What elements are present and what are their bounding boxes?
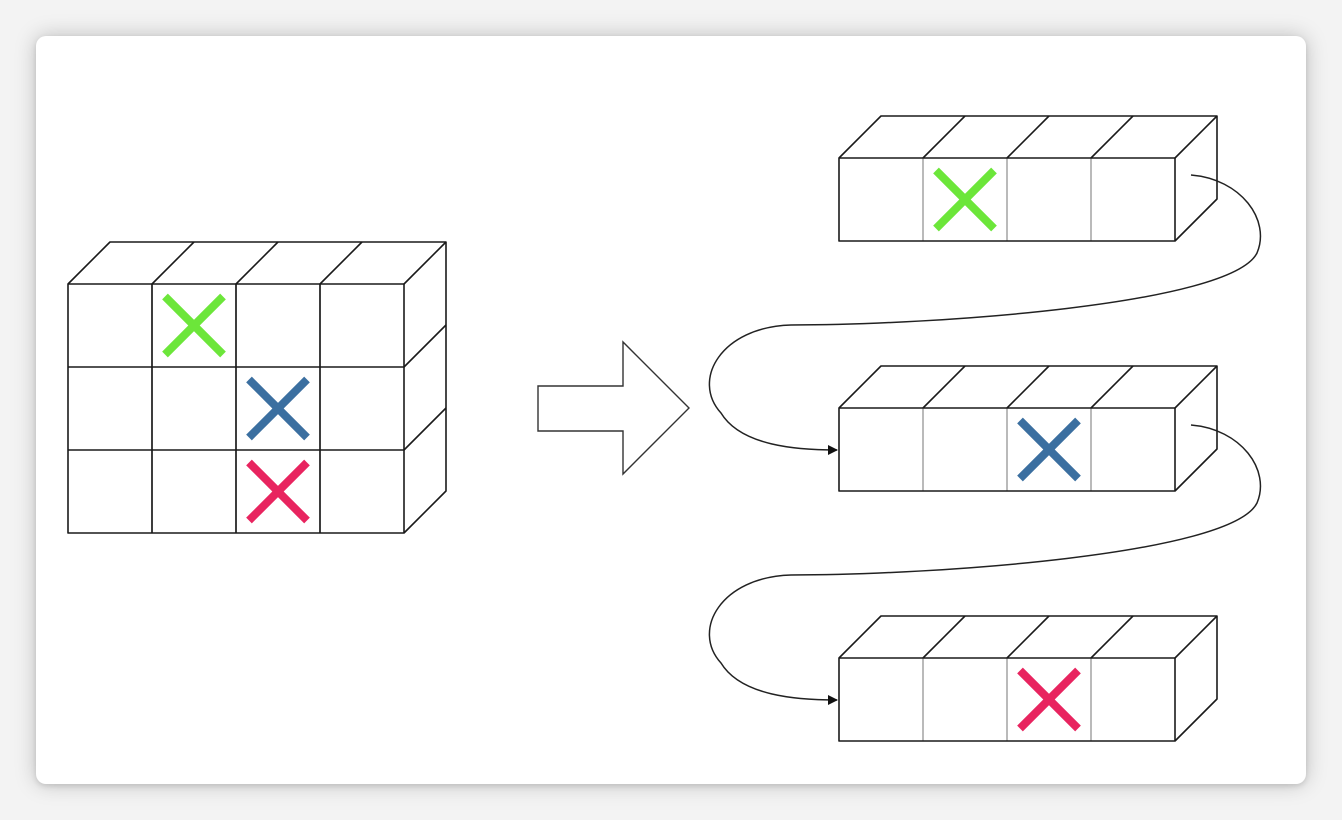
output-row-2 <box>838 365 1218 492</box>
output-row-blocks <box>838 115 1218 742</box>
connector-arrow-1 <box>708 174 1262 455</box>
block-side-face <box>404 242 446 533</box>
block-side-face <box>1175 366 1217 491</box>
output-row-1 <box>838 115 1218 242</box>
source-grid-block <box>67 241 447 534</box>
x-mark-icon <box>1017 417 1081 482</box>
x-mark-icon <box>933 167 997 232</box>
source-grid-3d-block <box>67 241 447 534</box>
x-mark-icon <box>1017 667 1081 732</box>
flattening-diagram <box>67 115 1262 742</box>
block-arrow-shape <box>537 340 690 476</box>
x-mark-icon <box>246 376 310 441</box>
connector-arrow-2 <box>708 424 1262 705</box>
block-side-face <box>1175 116 1217 241</box>
row-connectors <box>708 174 1262 705</box>
output-row-3 <box>838 615 1218 742</box>
right-block-arrow-icon <box>537 340 690 476</box>
diagram-card <box>36 36 1306 784</box>
x-mark-icon <box>246 459 310 524</box>
x-mark-icon <box>162 293 226 358</box>
block-side-face <box>1175 616 1217 741</box>
